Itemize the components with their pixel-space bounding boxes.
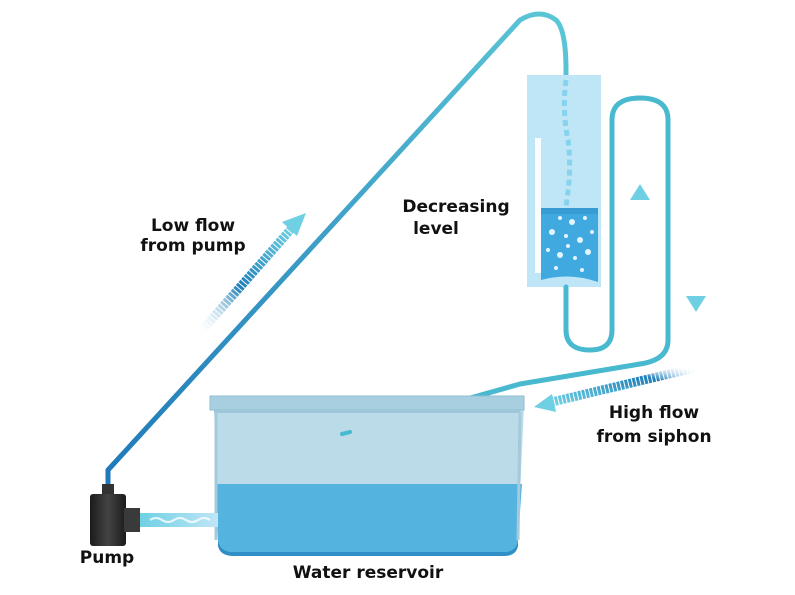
reservoir-label: Water reservoir (293, 563, 444, 583)
pump-outlet-pipe (140, 513, 218, 527)
pump-label: Pump (80, 548, 134, 568)
reservoir-water (216, 484, 522, 552)
chamber-highlight (535, 138, 541, 273)
high-flow-label-line1: High flow (609, 403, 700, 423)
pump-riser-tube (105, 11, 569, 495)
decreasing-level-label-line1: Decreasing (402, 197, 509, 217)
flow-arrow-icon (686, 224, 706, 312)
low-flow-label-line1: Low flow (151, 216, 235, 236)
high-flow-label-line2: from siphon (596, 427, 711, 447)
flow-arrow-icon (193, 213, 306, 339)
siphon-chamber (527, 75, 601, 287)
siphon-tube (347, 95, 671, 435)
decreasing-level-label-line2: level (413, 219, 459, 239)
reservoir-rim (209, 395, 525, 411)
bubble-icon (546, 216, 594, 272)
pump-icon (90, 484, 218, 546)
flow-arrow-icon (534, 363, 696, 412)
low-flow-label-line2: from pump (140, 236, 245, 256)
water-reservoir (209, 395, 525, 556)
flow-arrow-icon (630, 184, 650, 272)
